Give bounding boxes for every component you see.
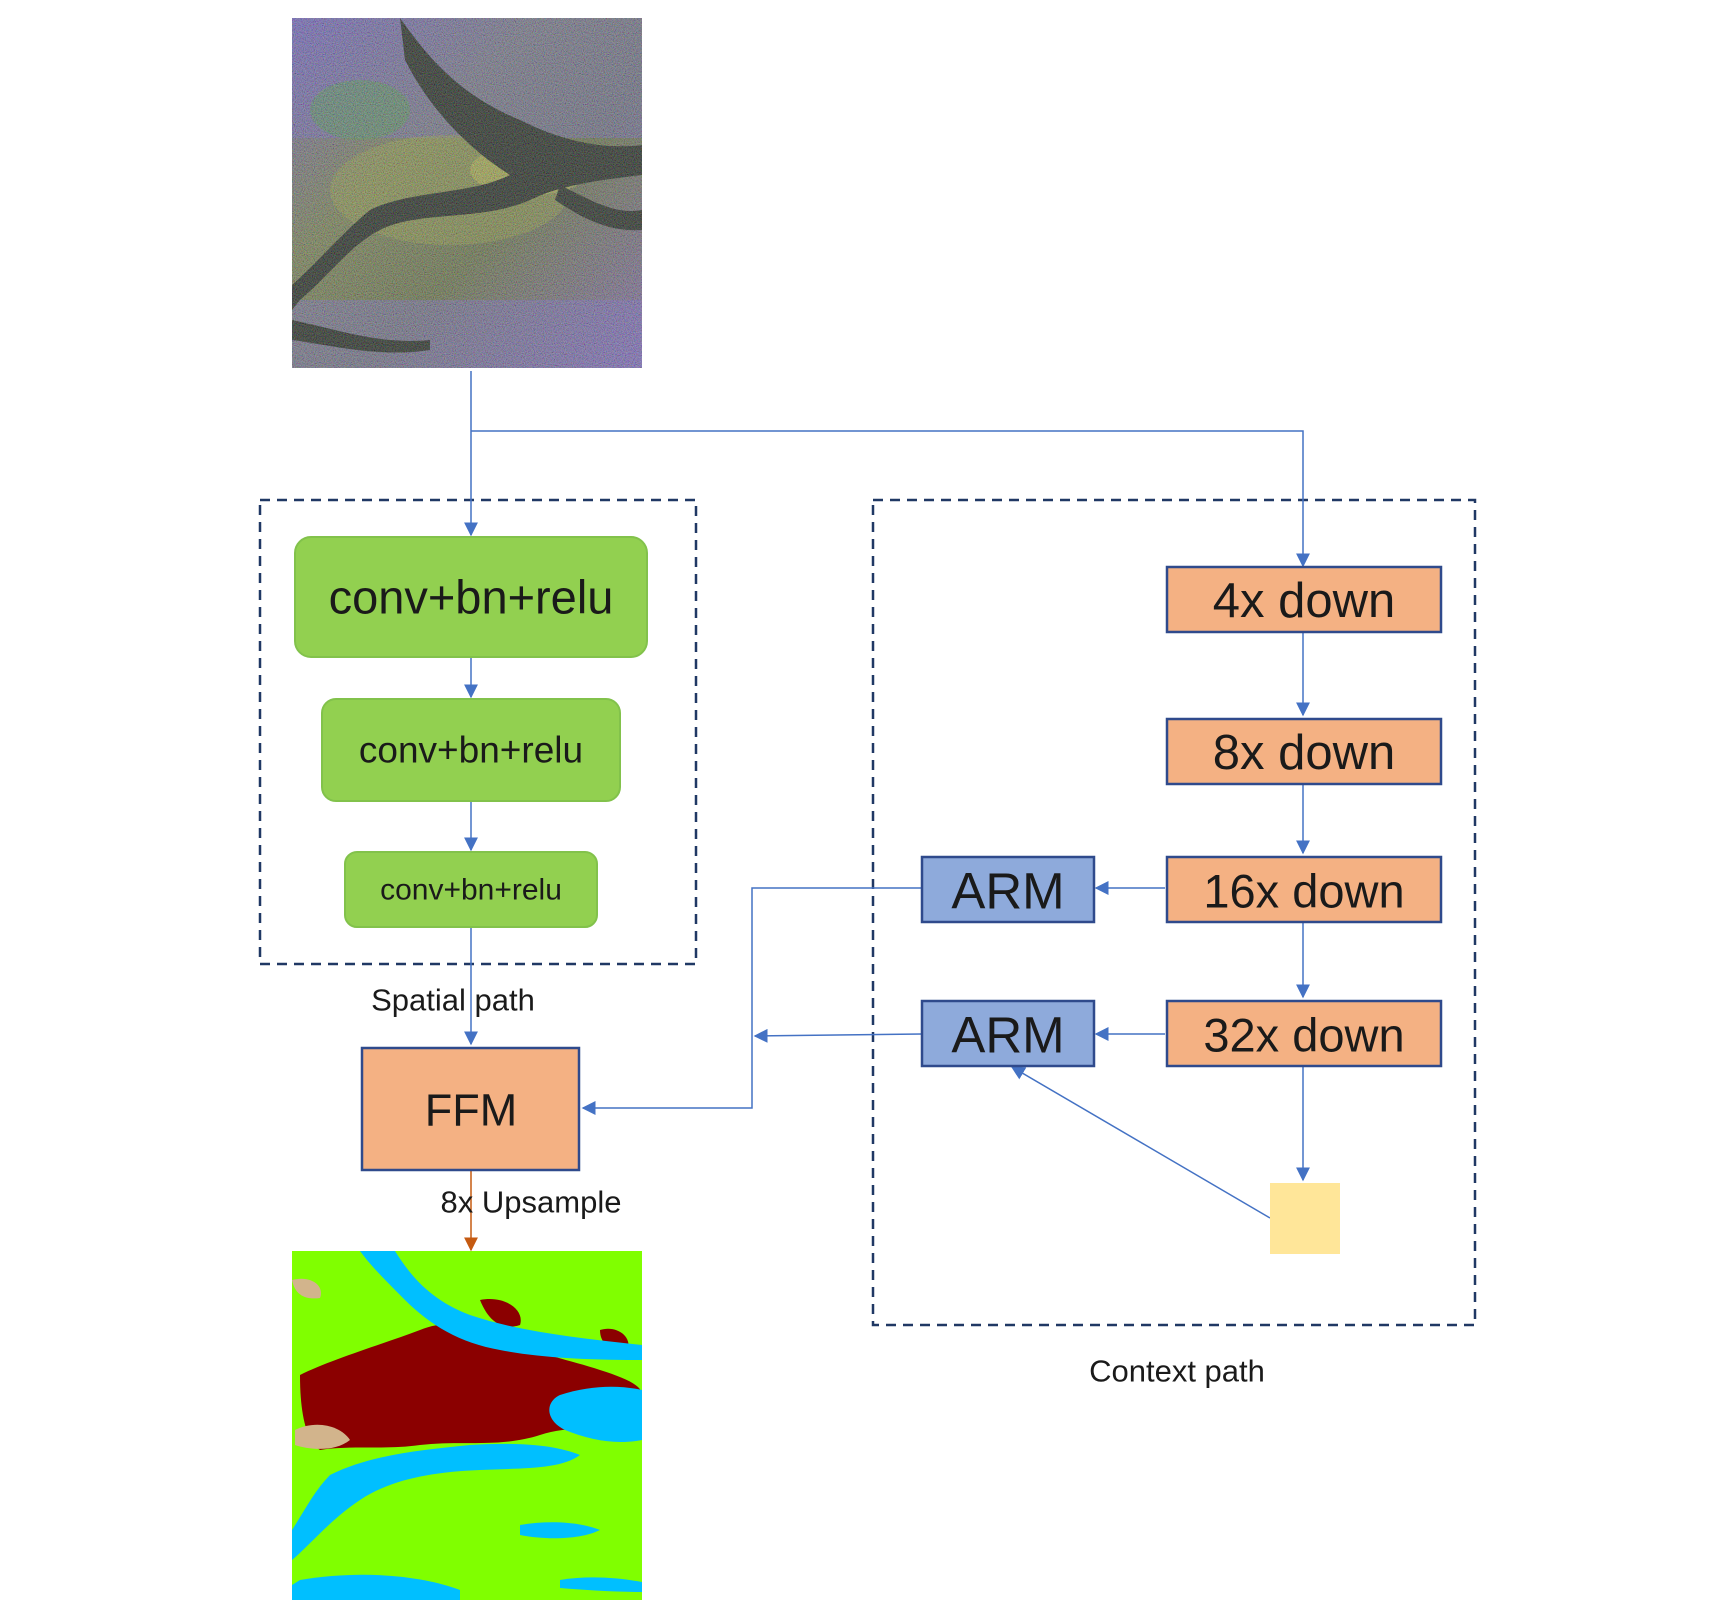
conv-block-2-label: conv+bn+relu	[359, 730, 583, 771]
ffm-block: FFM	[360, 1046, 581, 1172]
arrow-input-to-4x-down	[471, 430, 1310, 568]
global-pool-block	[1270, 1183, 1340, 1254]
down-block-8x: 8x down	[1165, 717, 1443, 786]
arm-block-2-label: ARM	[951, 1007, 1064, 1064]
conv-block-3: conv+bn+relu	[344, 851, 598, 928]
down-block-16x: 16x down	[1165, 855, 1443, 924]
spatial-path-label: Spatial path	[371, 983, 535, 1018]
down-block-16x-label: 16x down	[1203, 865, 1404, 918]
upsample-label: 8x Upsample	[441, 1185, 622, 1220]
connectors	[464, 371, 1310, 1219]
arrow-arm2-to-ffm	[753, 1028, 923, 1043]
down-block-32x-label: 32x down	[1203, 1009, 1404, 1062]
conv-block-1: conv+bn+relu	[294, 536, 648, 658]
conv-block-1-label: conv+bn+relu	[329, 571, 614, 624]
segmentation-output-image	[292, 1251, 642, 1600]
down-block-4x: 4x down	[1165, 565, 1443, 634]
conv-block-3-label: conv+bn+relu	[380, 874, 562, 907]
arm-block-2: ARM	[920, 999, 1096, 1068]
arrow-pool-to-arm2	[1010, 1066, 1271, 1219]
input-satellite-image	[292, 18, 642, 368]
arm-block-1: ARM	[920, 855, 1096, 924]
arm-block-1-label: ARM	[951, 863, 1064, 920]
down-block-32x: 32x down	[1165, 999, 1443, 1068]
ffm-label: FFM	[425, 1085, 517, 1136]
conv-block-2: conv+bn+relu	[321, 698, 621, 802]
context-path-label: Context path	[1089, 1354, 1265, 1389]
down-block-4x-label: 4x down	[1213, 574, 1396, 628]
arrow-arm1-to-ffm	[581, 887, 922, 1115]
spatial-path-box	[258, 498, 698, 966]
down-block-8x-label: 8x down	[1213, 726, 1396, 780]
